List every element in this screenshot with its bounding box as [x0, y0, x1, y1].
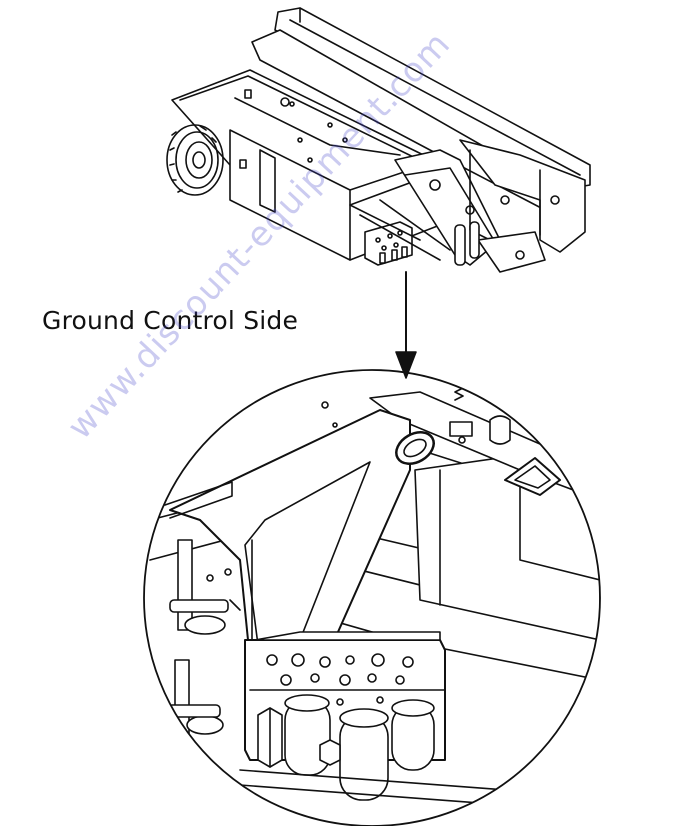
ground-control-side-label: Ground Control Side — [42, 306, 299, 335]
callout-arrow — [396, 272, 416, 378]
detail-view — [144, 370, 640, 826]
machine-overview — [167, 8, 590, 272]
